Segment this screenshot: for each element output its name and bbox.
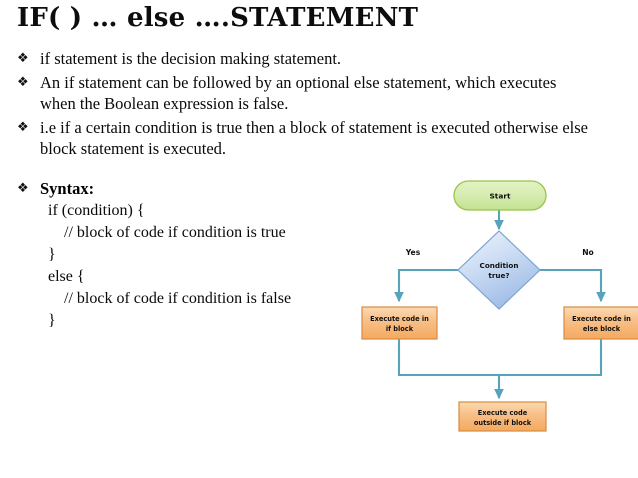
page-title: IF( ) … else ….STATEMENT xyxy=(17,3,419,33)
code-line: // block of code if condition is false xyxy=(40,290,292,307)
if-block-label-line2: if block xyxy=(386,325,414,333)
connector-else-block-to-merge xyxy=(499,339,603,377)
if-block-label-line1: Execute code in xyxy=(370,315,429,323)
list-item-text: i.e if a certain condition is true then … xyxy=(40,118,588,158)
diamond-bullet-icon: ❖ xyxy=(17,75,29,90)
else-block-node-shape xyxy=(563,306,638,340)
code-line: if (condition) { xyxy=(40,202,145,219)
if-block-node-shape xyxy=(361,306,438,340)
syntax-heading-row: ❖ Syntax: xyxy=(12,178,392,200)
connector-yes-to-if-block xyxy=(394,268,461,303)
condition-node-label-line1: Condition xyxy=(480,261,519,270)
after-block-label-line1: Execute code xyxy=(478,409,528,417)
syntax-block: ❖ Syntax: if (condition) { // block of c… xyxy=(12,178,392,332)
diamond-bullet-icon: ❖ xyxy=(17,51,29,66)
else-block-label-line1: Execute code in xyxy=(572,315,631,323)
connector-if-block-to-merge xyxy=(397,339,499,377)
syntax-label: Syntax: xyxy=(40,179,95,198)
list-item: ❖ An if statement can be followed by an … xyxy=(12,72,612,114)
edge-label-yes: Yes xyxy=(405,248,421,257)
flow-node-else-block[interactable]: Execute code in else block xyxy=(563,306,638,340)
bullet-list: ❖ if statement is the decision making st… xyxy=(12,48,612,162)
edge-label-no: No xyxy=(582,248,594,257)
flow-node-if-block[interactable]: Execute code in if block xyxy=(361,306,438,340)
condition-node-label-line2: true? xyxy=(488,271,509,280)
if-else-flowchart-diagram: Start Condition true? Yes No Execute cod… xyxy=(350,170,638,440)
code-line: } xyxy=(40,246,56,263)
flow-node-after-block[interactable]: Execute code outside if block xyxy=(458,401,547,432)
list-item-text: An if statement can be followed by an op… xyxy=(40,73,557,113)
diamond-bullet-icon: ❖ xyxy=(17,120,29,135)
flow-node-start[interactable]: Start xyxy=(453,180,547,211)
diamond-bullet-icon: ❖ xyxy=(17,181,29,196)
connector-no-to-else-block xyxy=(538,268,606,303)
start-node-label: Start xyxy=(489,192,510,201)
code-line: } xyxy=(40,312,56,329)
code-line: // block of code if condition is true xyxy=(40,224,286,241)
condition-node-shape xyxy=(457,230,541,310)
list-item: ❖ i.e if a certain condition is true the… xyxy=(12,117,612,159)
list-item-text: if statement is the decision making stat… xyxy=(40,49,342,68)
list-item: ❖ if statement is the decision making st… xyxy=(12,48,612,69)
code-line: else { xyxy=(40,268,85,285)
flow-node-condition[interactable]: Condition true? xyxy=(457,230,541,310)
start-node-shape xyxy=(453,180,547,211)
after-block-node-shape xyxy=(458,401,547,432)
connector-group xyxy=(394,210,606,400)
after-block-label-line2: outside if block xyxy=(474,419,532,427)
else-block-label-line2: else block xyxy=(583,325,621,333)
